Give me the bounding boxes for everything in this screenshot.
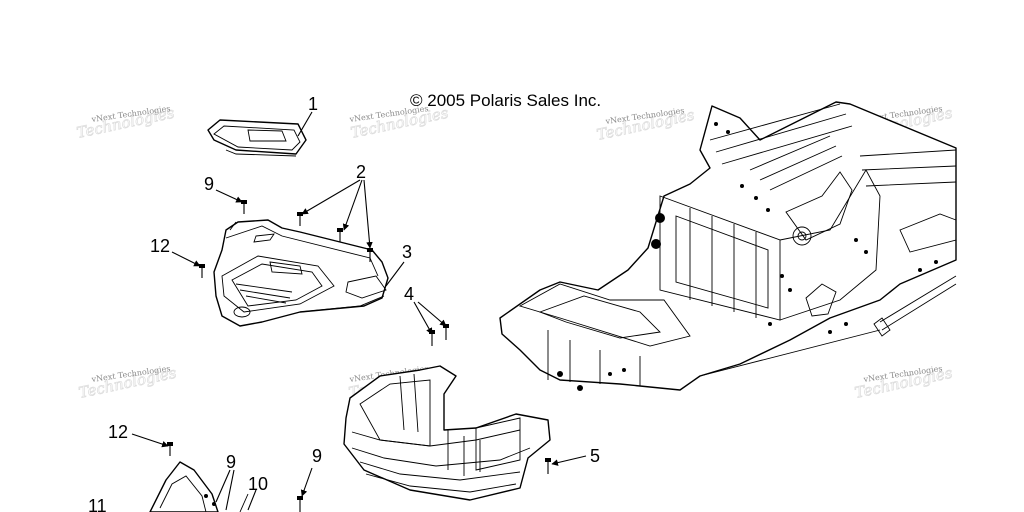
callout-12: 12 (108, 422, 128, 442)
part-cover-plate (207, 119, 307, 157)
callout-12: 12 (150, 236, 170, 256)
callout-9: 9 (312, 446, 322, 466)
watermark: Technologies vNext Technologies (75, 103, 177, 142)
part-belly-pan (343, 365, 551, 501)
callout-9: 9 (226, 452, 236, 472)
callout-5: 5 (590, 446, 600, 466)
part-side-panel (149, 461, 249, 512)
callout-4: 4 (404, 284, 414, 304)
callout-3: 3 (402, 242, 412, 262)
callout-1: 1 (308, 94, 318, 114)
part-chassis (499, 101, 957, 391)
part-hood-pan (213, 219, 389, 327)
callout-9: 9 (204, 174, 214, 194)
callout-10: 10 (248, 474, 268, 494)
watermark: Technologies vNext Technologies (77, 363, 179, 402)
watermark: Technologies vNext Technologies (853, 363, 955, 402)
watermark: Technologies vNext Technologies (595, 105, 697, 144)
fasteners-upper (167, 200, 551, 512)
callout-11: 11 (88, 496, 107, 512)
callout-2: 2 (356, 162, 366, 182)
leader-lines (131, 111, 587, 511)
callouts: 1 2 3 4 5 9 9 9 10 11 12 12 (88, 94, 600, 512)
copyright-text: © 2005 Polaris Sales Inc. (410, 91, 601, 110)
